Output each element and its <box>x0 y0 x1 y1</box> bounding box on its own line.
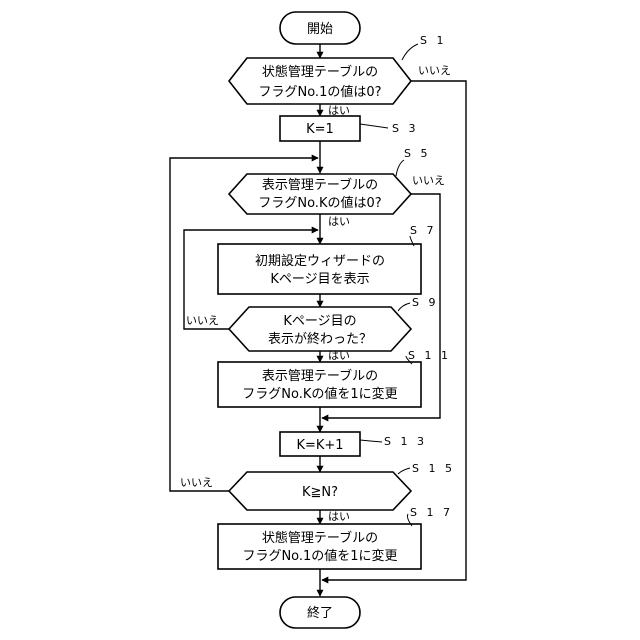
s1-line1: 状態管理テーブルの <box>262 64 378 80</box>
s5-yes-label: はい <box>328 215 350 228</box>
s9-line2: 表示が終わった？ <box>268 331 372 347</box>
leader-s1 <box>402 44 418 60</box>
s15-line1: K≧N? <box>302 485 338 500</box>
s11-line1: 表示管理テーブルの <box>262 368 378 384</box>
end-terminal: 終了 <box>280 597 360 628</box>
step-label-s7: S 7 <box>410 224 436 237</box>
process-s17: 状態管理テーブルの フラグNo.1の値を1に変更 <box>218 524 421 569</box>
start-terminal: 開始 <box>280 12 360 44</box>
s11-line2: フラグNo.Kの値を1に変更 <box>242 386 397 402</box>
process-s3: K=1 <box>280 116 360 141</box>
process-s7: 初期設定ウィザードの Kページ目を表示 <box>218 244 421 294</box>
s7-line1: 初期設定ウィザードの <box>255 253 385 269</box>
s1-yes-label: はい <box>328 104 350 117</box>
process-s13: K=K+1 <box>280 432 360 456</box>
decision-s9: Kページ目の 表示が終わった？ <box>229 307 411 351</box>
s9-yes-label: はい <box>328 349 350 362</box>
s9-line1: Kページ目の <box>283 314 356 329</box>
step-label-s5: S 5 <box>404 147 430 160</box>
step-label-s13: S 1 3 <box>384 435 427 448</box>
s1-line2: フラグNo.1の値は0? <box>258 84 381 100</box>
decision-s15: K≧N? <box>229 472 411 510</box>
s17-line2: フラグNo.1の値を1に変更 <box>242 548 397 564</box>
step-label-s15: S 1 5 <box>412 462 455 475</box>
s1-no-label: いいえ <box>418 64 451 77</box>
step-label-s17: S 1 7 <box>410 506 453 519</box>
s9-no-label: いいえ <box>186 314 219 327</box>
s17-line1: 状態管理テーブルの <box>262 530 378 546</box>
decision-s5: 表示管理テーブルの フラグNo.Kの値は0? <box>229 174 411 214</box>
process-s11: 表示管理テーブルの フラグNo.Kの値を1に変更 <box>218 362 421 407</box>
s7-line2: Kページ目を表示 <box>270 272 369 287</box>
decision-s1: 状態管理テーブルの フラグNo.1の値は0? <box>229 58 411 104</box>
leader-s13 <box>360 440 382 442</box>
leader-s3 <box>360 124 388 128</box>
s5-line2: フラグNo.Kの値は0? <box>258 195 381 211</box>
s15-yes-label: はい <box>328 510 350 523</box>
start-label: 開始 <box>307 22 333 37</box>
step-label-s1: S 1 <box>420 34 446 47</box>
step-label-s9: S 9 <box>412 296 438 309</box>
step-label-s11: S 1 1 <box>408 349 451 362</box>
s15-no-label: いいえ <box>180 476 213 489</box>
leader-s5 <box>396 160 404 176</box>
end-label: 終了 <box>307 605 333 621</box>
leader-s9 <box>398 303 410 311</box>
s3-line1: K=1 <box>306 122 334 137</box>
leader-s15 <box>398 468 410 474</box>
s5-line1: 表示管理テーブルの <box>262 177 378 193</box>
s5-no-label: いいえ <box>412 174 445 187</box>
step-label-s3: S 3 <box>392 122 418 135</box>
s13-line1: K=K+1 <box>296 438 343 453</box>
